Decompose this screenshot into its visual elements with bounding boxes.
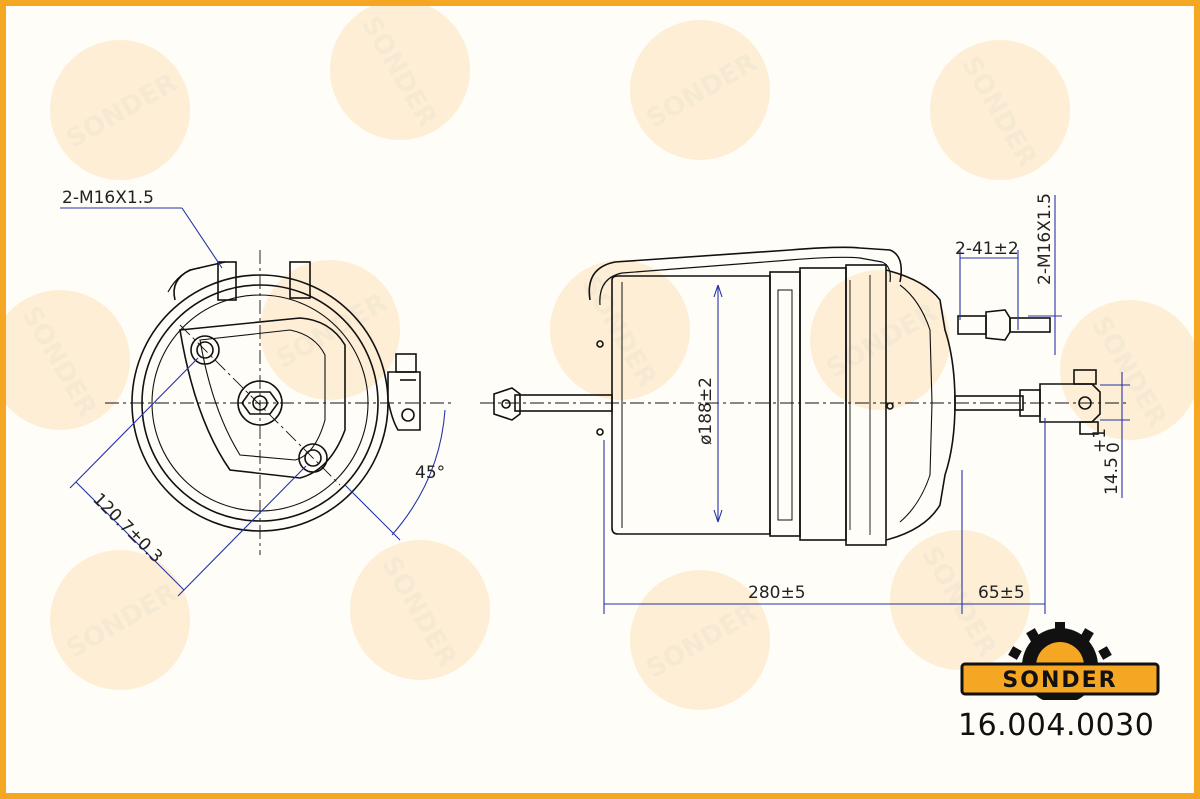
- bolt-circle-dimension: [69, 357, 307, 597]
- clevis-dim-tol-upper: +1: [1090, 428, 1110, 453]
- angle-label: 45°: [415, 463, 445, 483]
- angle-dimension: [344, 409, 446, 541]
- logo-plate: [960, 662, 1160, 696]
- thread-leader-left: [60, 207, 223, 269]
- thread-label-right: 2-M16X1.5: [1035, 193, 1055, 285]
- watermark-pattern: SONDER SONDER SONDER SONDER SONDER SONDE…: [0, 0, 1200, 710]
- end-view-centerlines: [105, 250, 455, 555]
- logo-text: SONDER: [1002, 668, 1117, 693]
- clevis-dimension: 14.5 +1 0: [1090, 428, 1124, 495]
- diameter-label: ø188±2: [696, 377, 716, 445]
- side-view-dimensions: [603, 195, 1130, 614]
- sonder-logo: SONDER: [960, 622, 1160, 700]
- rod-length-label: 65±5: [978, 583, 1025, 603]
- thread-label-left: 2-M16X1.5: [62, 188, 154, 208]
- length-label: 280±5: [748, 583, 806, 603]
- stud-spacing-label: 2-41±2: [955, 239, 1019, 259]
- clevis-dim-tol-lower: 0: [1104, 442, 1124, 453]
- part-number: 16.004.0030: [958, 708, 1155, 743]
- clevis-dim-base: 14.5: [1102, 457, 1122, 495]
